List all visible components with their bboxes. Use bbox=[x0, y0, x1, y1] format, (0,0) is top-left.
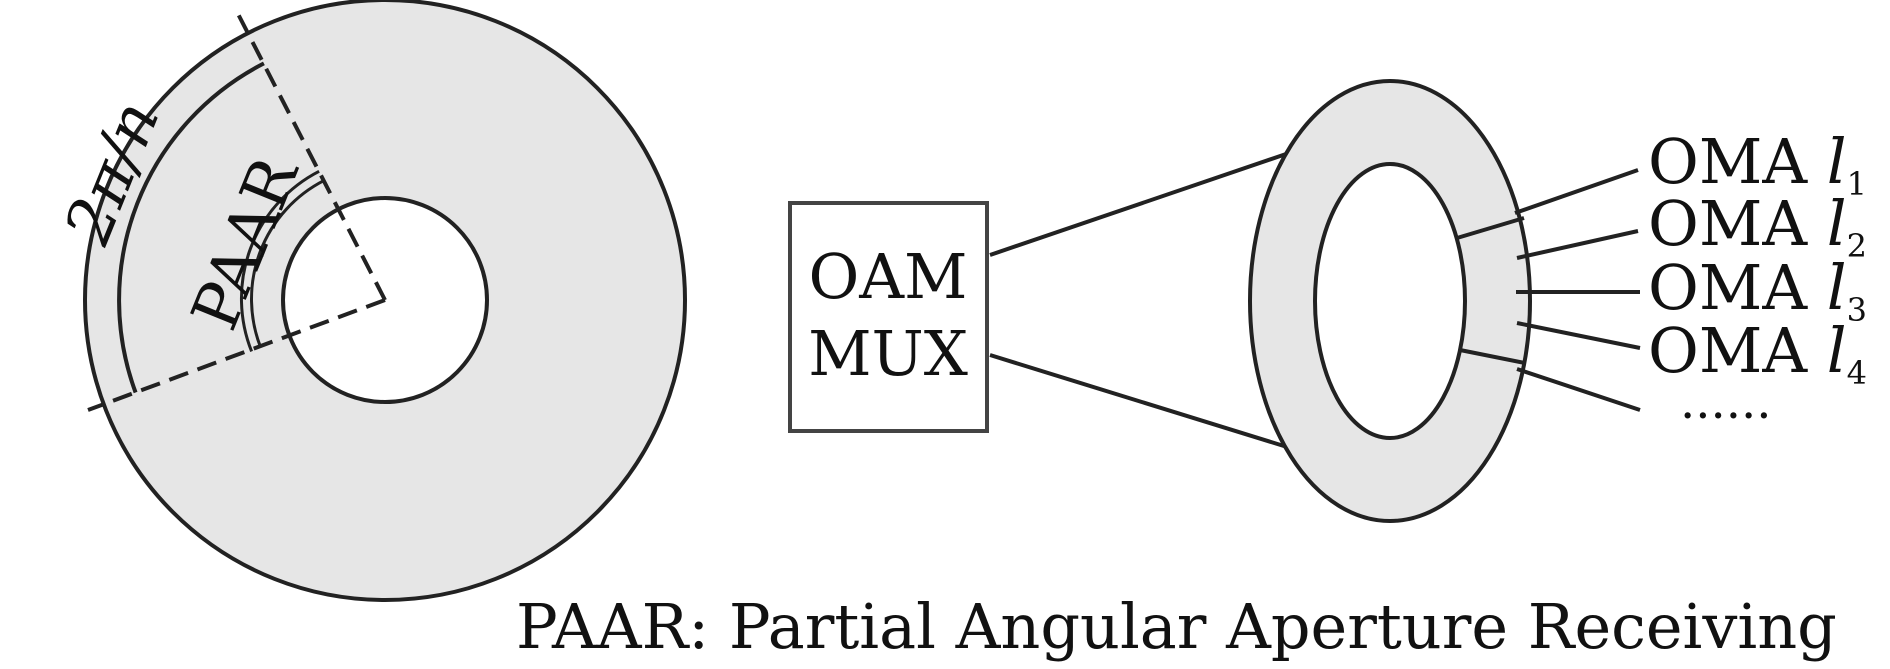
mux-label-line1: OAM bbox=[808, 240, 967, 313]
ring-inner bbox=[1313, 162, 1467, 440]
ring-divider-upper bbox=[1456, 216, 1525, 240]
oam-mux: OAM MUX bbox=[788, 201, 989, 433]
output-labels: OMA l1 OMA l2 OMA l3 OMA l4 ...... bbox=[1648, 125, 1867, 430]
mux-box bbox=[788, 201, 989, 433]
output-ellipsis: ...... bbox=[1680, 374, 1772, 430]
output-label-2: OMA l2 bbox=[1648, 187, 1867, 265]
paar-arc-outer bbox=[250, 179, 325, 349]
paar-arc-inner bbox=[239, 169, 320, 352]
beam-upper bbox=[989, 150, 1293, 257]
angle-arc-2pi-n bbox=[117, 61, 265, 394]
sector-boundary-upper bbox=[233, 7, 387, 301]
caption: PAAR: Partial Angular Aperture Receiving bbox=[516, 590, 1837, 663]
output-rays bbox=[1514, 168, 1641, 412]
mux-label-line2: MUX bbox=[808, 317, 968, 390]
output-label-3: OMA l3 bbox=[1648, 251, 1867, 329]
annular-aperture: 2π/n PAAR bbox=[51, 0, 687, 602]
ray-1 bbox=[1514, 168, 1639, 215]
output-label-4: OMA l4 bbox=[1648, 314, 1867, 392]
ring-divider-lower bbox=[1459, 348, 1526, 365]
ray-5 bbox=[1516, 367, 1641, 412]
beam-lower bbox=[989, 353, 1301, 453]
output-label-1: OMA l1 bbox=[1648, 125, 1867, 203]
elliptical-ring bbox=[1248, 79, 1532, 523]
sector-boundary-lower bbox=[87, 298, 386, 412]
ray-2 bbox=[1516, 229, 1639, 260]
ray-4 bbox=[1516, 321, 1641, 350]
